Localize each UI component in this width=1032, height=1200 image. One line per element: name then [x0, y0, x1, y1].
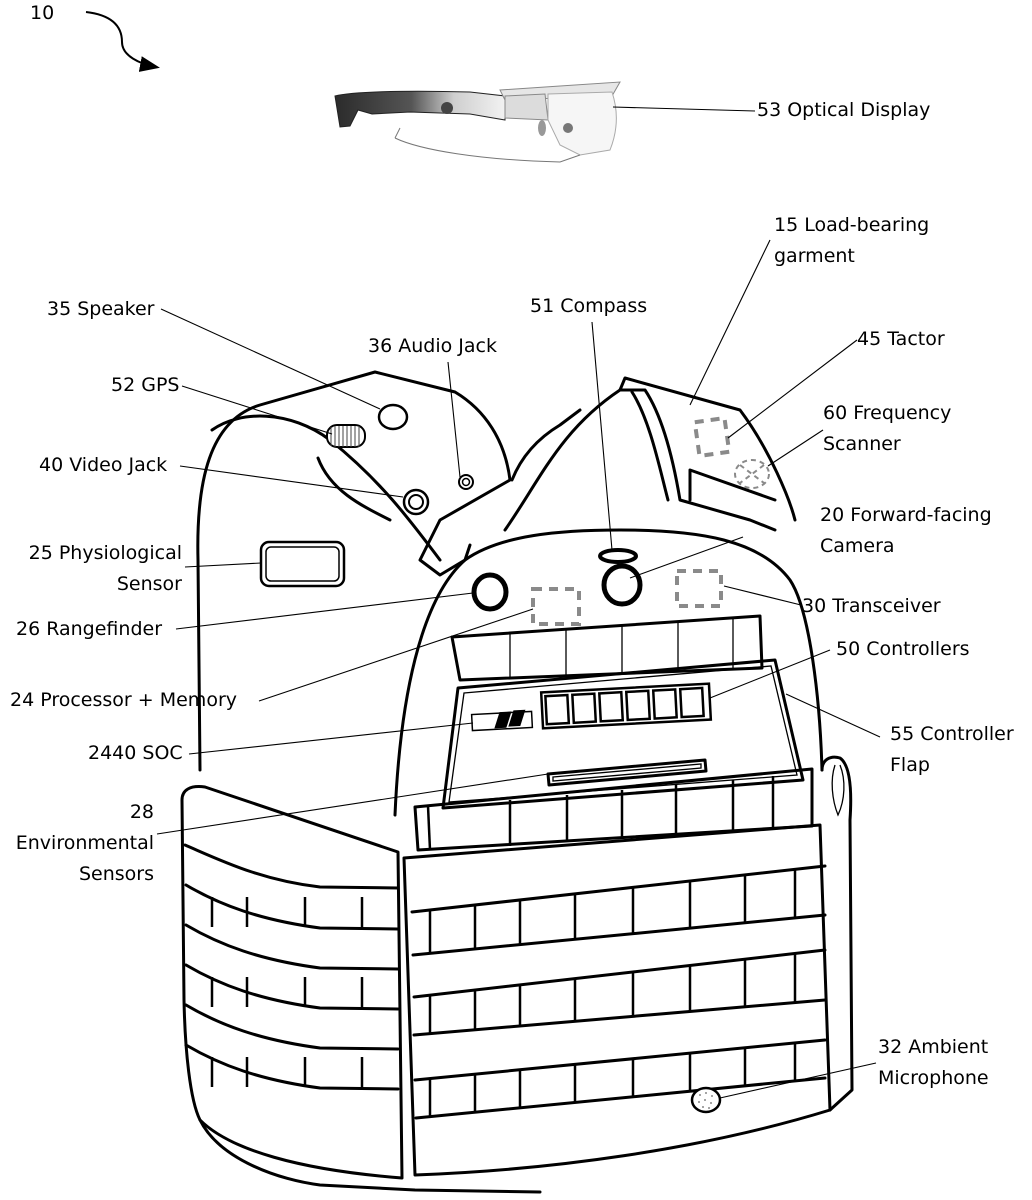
label-environmental-sensors: 28 Environmental Sensors: [15, 801, 154, 885]
forward-facing-camera: [601, 563, 643, 607]
label-controller-flap: 55 Controller Flap: [890, 723, 1014, 776]
label-physiological-sensor: 25 Physiological Sensor: [28, 542, 182, 595]
controller-button: [624, 689, 652, 722]
front-panel: [393, 528, 824, 817]
label-soc: 2440 SOC: [88, 742, 183, 764]
environmental-sensor-slot: [546, 758, 708, 787]
figure-reference-arrow: [85, 11, 160, 72]
controller-flap: [441, 658, 805, 810]
label-load-bearing-garment: 15 Load-bearing garment: [774, 214, 930, 267]
label-video-jack: 40 Video Jack: [39, 454, 168, 476]
label-rangefinder: 26 Rangefinder: [16, 618, 163, 640]
label-frequency-scanner: 60 Frequency Scanner: [823, 402, 952, 455]
label-forward-facing-camera: 20 Forward-facing Camera: [820, 504, 992, 557]
label-speaker: 35 Speaker: [47, 298, 155, 320]
controller-button: [544, 693, 571, 726]
transceiver: [675, 569, 723, 608]
label-audio-jack: 36 Audio Jack: [368, 335, 497, 357]
left-shoulder-strap: [196, 370, 512, 772]
frequency-scanner: [734, 459, 770, 489]
tactor: [692, 415, 732, 459]
leader-lines: [156, 106, 881, 1099]
controller-buttons: [539, 682, 713, 730]
label-tactor: 45 Tactor: [857, 328, 945, 350]
left-cummerbund: [180, 785, 404, 1180]
rangefinder: [471, 572, 509, 612]
label-optical-display: 53 Optical Display: [757, 99, 931, 121]
controller-button: [597, 690, 625, 723]
label-gps: 52 GPS: [111, 374, 180, 396]
ambient-microphone: [690, 1086, 722, 1114]
label-ambient-microphone: 32 Ambient Microphone: [878, 1036, 989, 1089]
label-controllers: 50 Controllers: [836, 638, 970, 660]
label-transceiver: 30 Transceiver: [802, 595, 941, 617]
controller-button: [571, 692, 598, 725]
soc-indicator: [470, 709, 534, 732]
compass: [598, 548, 638, 564]
processor-memory: [531, 587, 581, 626]
controller-button: [651, 688, 678, 720]
upper-molle-row: [450, 614, 764, 682]
label-processor-memory: 24 Processor + Memory: [10, 689, 237, 711]
gps-puck: [326, 424, 366, 448]
figure-reference-number: 10: [30, 2, 55, 24]
video-jack: [402, 488, 430, 516]
label-compass: 51 Compass: [530, 295, 648, 317]
speaker: [377, 403, 409, 431]
audio-jack: [458, 474, 474, 490]
physiological-sensor: [259, 540, 346, 588]
smart-glasses: [334, 81, 621, 163]
controller-button: [678, 686, 705, 719]
